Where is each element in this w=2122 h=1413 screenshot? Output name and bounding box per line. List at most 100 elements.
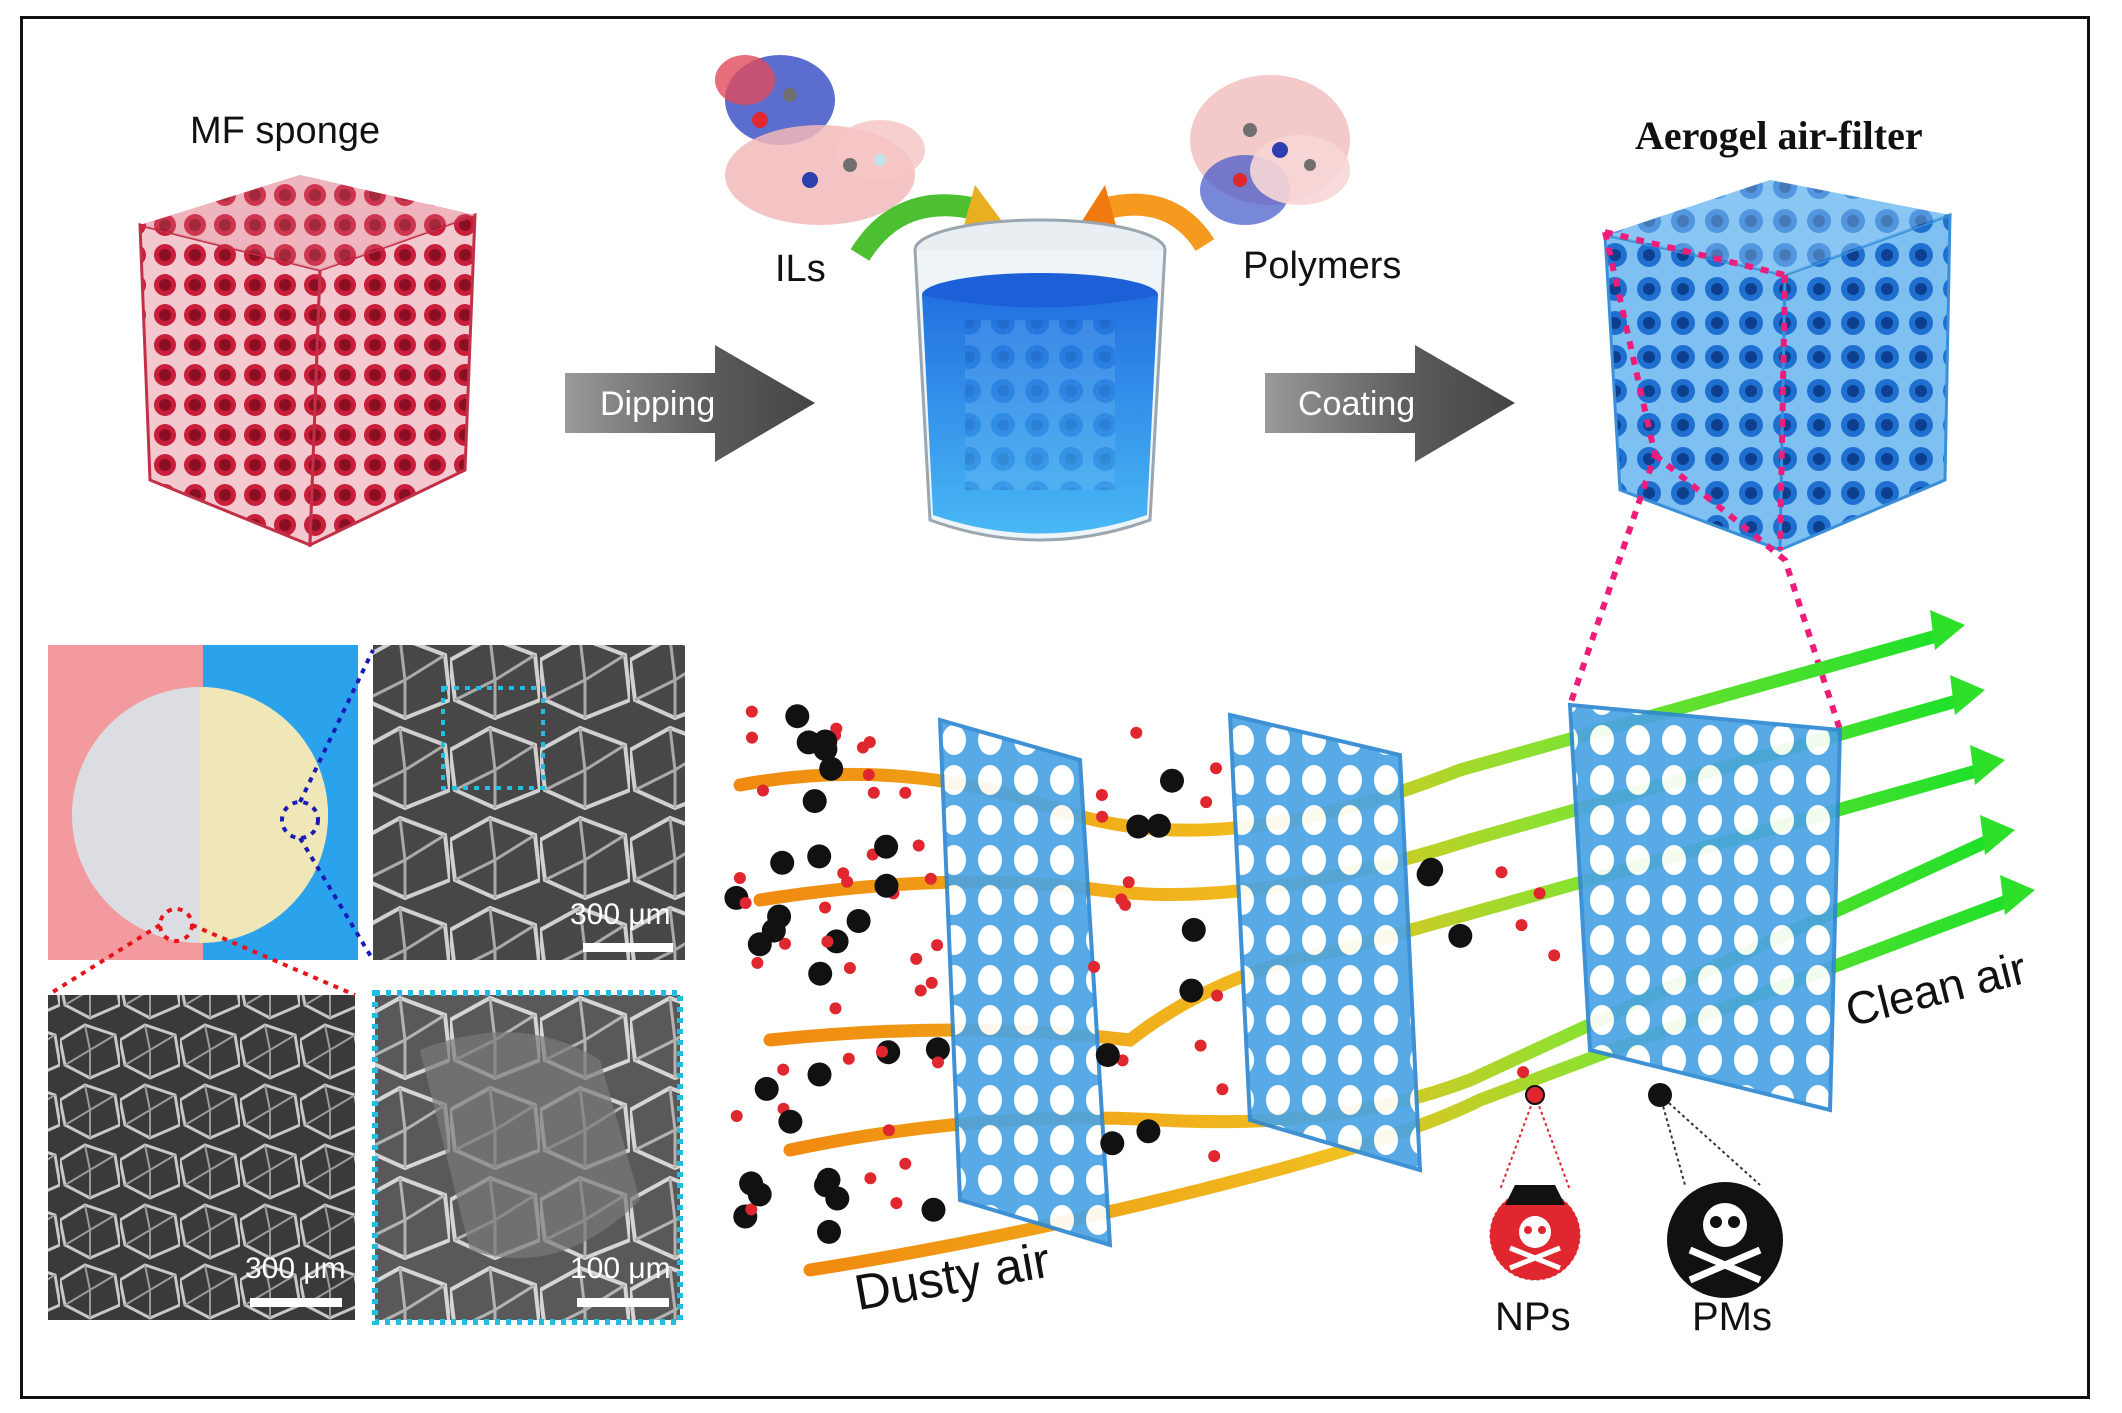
pms-label: PMs [1692, 1295, 1772, 1339]
np-particle [1495, 866, 1508, 879]
particles [724, 704, 1561, 1244]
pm-particle [770, 850, 795, 875]
pm-particle [1179, 978, 1204, 1003]
np-particle [1122, 876, 1135, 889]
pm-particle [1181, 917, 1206, 942]
np-particle [821, 935, 834, 948]
np-particle [932, 1056, 944, 1069]
np-particle [1095, 789, 1108, 801]
magenta-zoom-lines [1567, 229, 1843, 731]
polymers-molecule [1190, 75, 1350, 225]
polymers-label: Polymers [1243, 245, 1402, 287]
pm-particle [1095, 1043, 1120, 1068]
sponge-photo-panel [48, 645, 358, 960]
np-particle [746, 731, 758, 744]
pm-particle [778, 1109, 803, 1134]
pm-particle [1146, 813, 1171, 838]
np-particle [1211, 989, 1224, 1002]
scale-bar-label-top-right: 300 μm [570, 898, 671, 931]
np-particle [1115, 893, 1128, 906]
np-particle [739, 897, 752, 909]
pm-particle [925, 1037, 950, 1062]
pm-skull-crossbones-icon [1688, 1203, 1762, 1284]
np-particle [837, 867, 850, 880]
pm-particle [1126, 814, 1151, 839]
beaker [913, 218, 1167, 542]
nps-label: NPs [1495, 1295, 1571, 1339]
sem-images [48, 645, 685, 1320]
np-particle [1096, 810, 1109, 823]
filter-meshes [937, 702, 1843, 1248]
np-particle [925, 976, 938, 989]
np-particle [1208, 1150, 1221, 1163]
pm-particle [819, 756, 844, 781]
pm-particle [807, 844, 832, 869]
pm-particle [1136, 1119, 1161, 1144]
np-particle [1200, 796, 1213, 809]
np-particle [779, 937, 791, 950]
np-particle [1533, 887, 1546, 900]
pm-particle [813, 729, 838, 754]
np-particle [912, 839, 925, 852]
np-particle [1194, 1039, 1207, 1052]
np-particle [819, 901, 832, 914]
dipping-label: Dipping [600, 385, 716, 423]
np-particle [751, 956, 764, 969]
pm-particle [824, 929, 849, 954]
np-particle [777, 1063, 790, 1076]
pm-particle [874, 873, 899, 898]
zoom-connectors [46, 649, 683, 1325]
np-particle [882, 1124, 895, 1137]
np-particle [899, 1157, 912, 1170]
pm-particle [807, 1062, 832, 1087]
aerogel-label: Aerogel air-filter [1635, 113, 1923, 158]
pm-particle [1160, 768, 1184, 793]
aerogel-cube [1603, 180, 1952, 553]
np-skull-icon [1505, 1185, 1565, 1271]
pm-particle [785, 704, 810, 729]
np-particle [856, 741, 869, 754]
np-particle [1515, 919, 1528, 932]
np-particle [1210, 762, 1222, 775]
scale-bar-label-bottom-right: 100 μm [570, 1252, 671, 1285]
np-particle [842, 1052, 855, 1065]
coating-arrow [1265, 345, 1515, 462]
np-particle [914, 984, 927, 997]
pm-particle [1448, 923, 1473, 948]
np-particle [1216, 1083, 1229, 1096]
np-particle [1517, 1066, 1530, 1079]
np-particle [733, 872, 746, 884]
pm-particle [921, 1197, 946, 1222]
np-particle [899, 786, 912, 799]
np-particle [843, 962, 856, 974]
pm-particle [814, 1173, 838, 1198]
np-particle [910, 952, 923, 965]
np-particle [1130, 726, 1143, 739]
pm-particle [1419, 857, 1444, 882]
ils-label: ILs [775, 248, 826, 290]
scale-bar-label-bottom-left: 300 μm [245, 1252, 346, 1285]
np-callout [1489, 1085, 1581, 1281]
np-particle [745, 1203, 758, 1216]
np-particle [862, 768, 875, 781]
mf-sponge-label: MF sponge [190, 110, 381, 152]
np-particle [864, 1172, 877, 1185]
np-particle [1116, 1054, 1129, 1067]
pm-particle [754, 1076, 779, 1101]
np-particle [745, 705, 758, 718]
np-particle [1548, 949, 1561, 962]
scale-bars [250, 943, 673, 1307]
pm-particle [802, 789, 827, 814]
pm-particle [817, 1219, 841, 1244]
np-particle [730, 1110, 743, 1122]
np-particle [829, 1002, 842, 1015]
np-particle [876, 1045, 888, 1058]
np-particle [757, 784, 769, 797]
pm-particle [846, 909, 871, 933]
coating-label: Coating [1298, 385, 1416, 423]
mf-sponge-cube [138, 175, 477, 548]
np-particle [924, 872, 937, 885]
dipping-arrow [565, 345, 815, 462]
pm-particle [747, 1182, 772, 1207]
